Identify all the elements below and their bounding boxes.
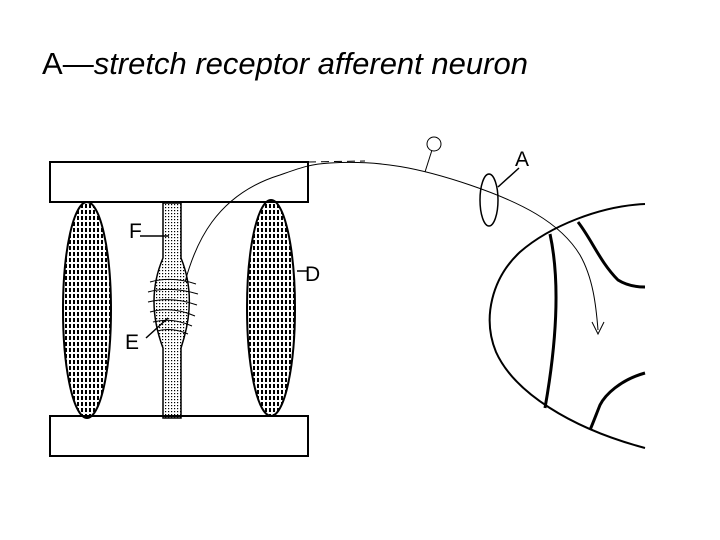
left-muscle-fiber [62,201,112,419]
label-f: F [129,220,142,243]
annulospiral-ending [147,278,199,335]
label-d: D [305,263,320,286]
fiber-dashed-segment [307,160,366,163]
top-plate [49,161,309,203]
label-e: E [125,331,139,354]
title-text: stretch receptor afferent neuron [93,46,528,81]
ganglion-ring [479,173,499,227]
title-dash: — [62,46,94,81]
bottom-plate [49,415,309,457]
title-letter: A [42,46,63,81]
afferent-fiber [184,161,599,331]
label-leaders [140,167,520,339]
right-muscle-fiber [246,199,296,417]
spinal-cord [488,203,646,449]
cell-body [426,136,442,152]
label-a: A [515,148,529,171]
page-title: A—stretch receptor afferent neuron [42,48,528,79]
intrafusal-fiber [153,202,191,419]
fiber-terminal [591,321,605,336]
cell-body-stalk [424,149,433,173]
